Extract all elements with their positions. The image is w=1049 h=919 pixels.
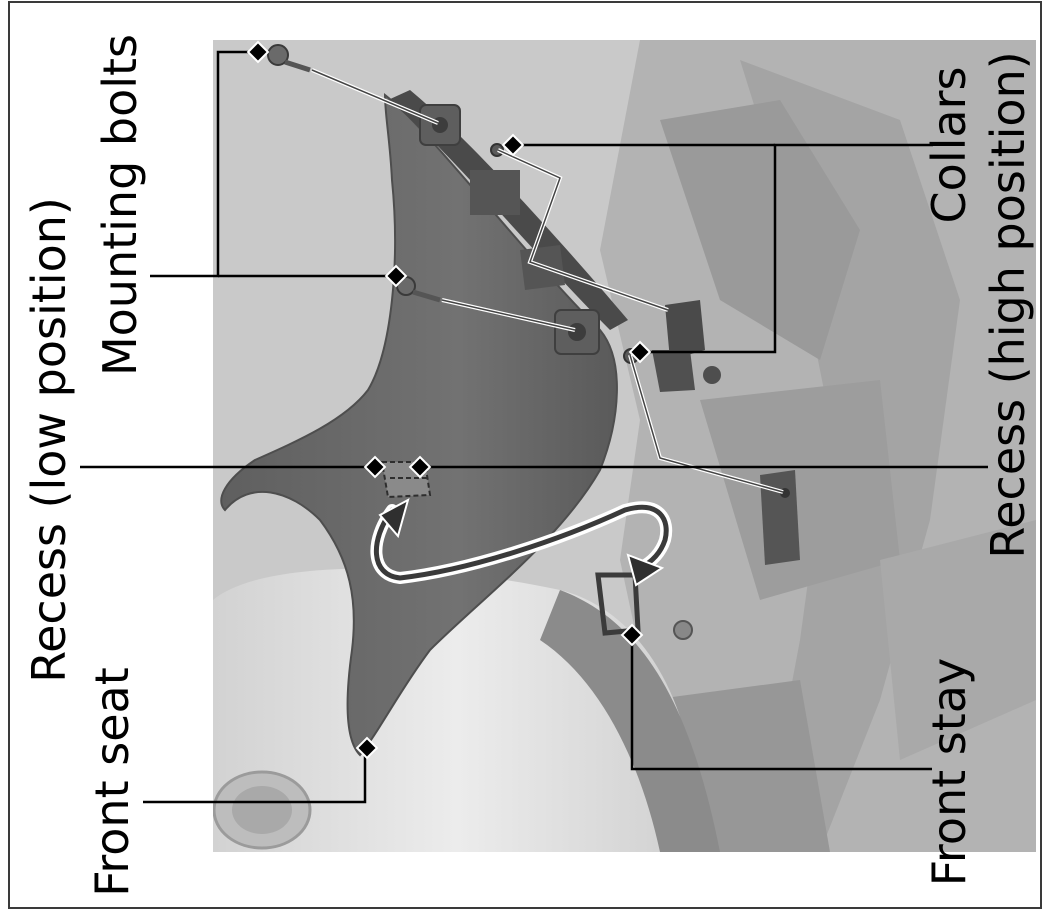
label-collars: Collars (922, 67, 976, 224)
label-recess-high: Recess (high position) (981, 51, 1035, 558)
label-recess-low: Recess (low position) (22, 197, 76, 683)
label-front-stay: Front stay (922, 658, 976, 886)
label-mounting-bolts: Mounting bolts (93, 34, 147, 376)
label-front-seat: Front seat (85, 667, 139, 896)
motorcycle-photo (213, 40, 1036, 852)
